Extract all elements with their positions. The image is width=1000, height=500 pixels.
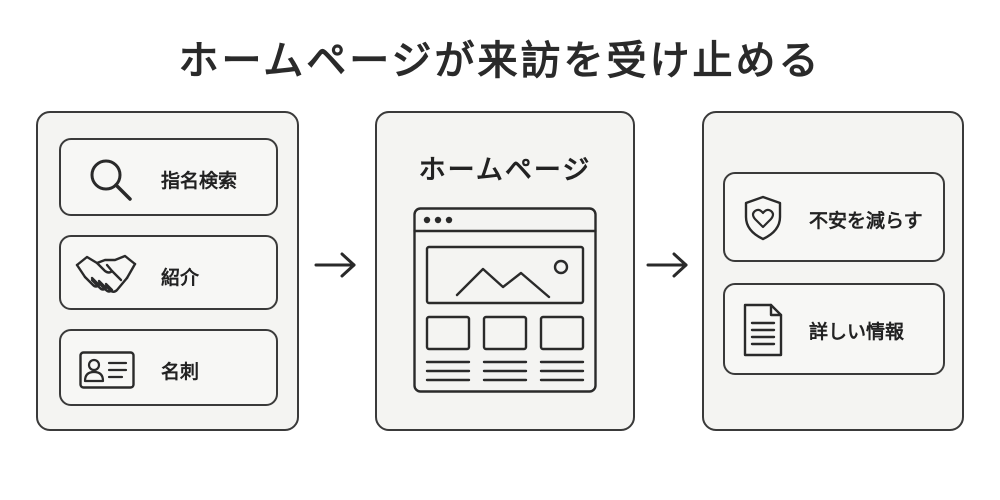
outcome-item-reassurance: 不安を減らす: [723, 172, 945, 262]
browser-window-icon: [413, 207, 597, 393]
source-label: 指名検索: [161, 170, 238, 192]
arrow-right-icon: [646, 252, 688, 278]
handshake-icon: [75, 254, 137, 293]
business-card-icon: [79, 351, 135, 389]
outcome-label: 詳しい情報: [809, 321, 905, 343]
source-item-referral: 紹介: [59, 235, 278, 310]
source-label: 名刺: [161, 361, 200, 383]
outcome-label: 不安を減らす: [809, 210, 923, 232]
diagram-title: ホームページが来訪を受け止める: [178, 38, 822, 84]
outcome-item-details: 詳しい情報: [723, 283, 945, 375]
document-icon: [743, 303, 783, 357]
source-item-search: 指名検索: [59, 138, 278, 216]
outcomes-panel: 不安を減らす 詳しい情報: [702, 111, 964, 431]
sources-panel: 指名検索 紹介 名刺: [36, 111, 299, 431]
arrow-right-icon: [314, 252, 356, 278]
homepage-panel: ホームページ: [375, 111, 635, 431]
source-item-business-card: 名刺: [59, 329, 278, 406]
homepage-title: ホームページ: [418, 155, 592, 186]
search-icon: [90, 159, 132, 201]
source-label: 紹介: [161, 267, 200, 289]
shield-heart-icon: [744, 195, 782, 241]
